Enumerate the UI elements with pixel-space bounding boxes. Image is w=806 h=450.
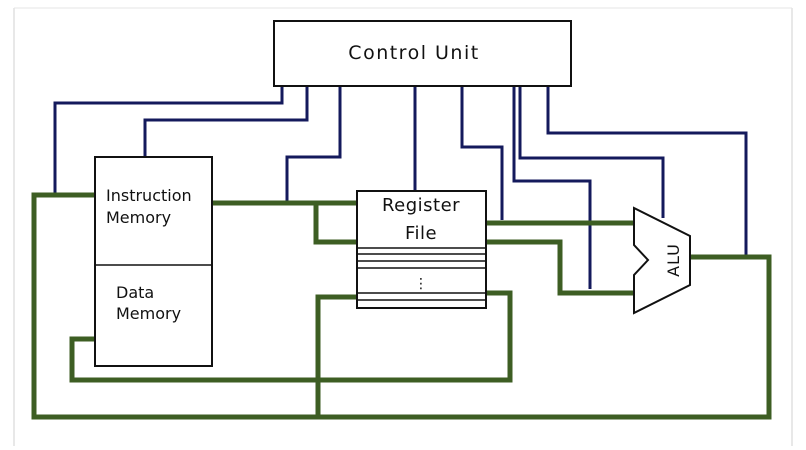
control-unit-box: Control Unit	[273, 20, 572, 87]
control-line-datapath	[285, 86, 342, 203]
control-line-instruction-memory-inner	[143, 86, 309, 157]
control-line-alu-select	[518, 86, 665, 218]
control-line-alu-op	[546, 86, 748, 258]
memory-box: Instruction Memory Data Memory	[94, 156, 213, 367]
control-line-mux	[512, 86, 592, 289]
instruction-memory-label-line1: Instruction	[106, 186, 192, 205]
datapath-lines	[31, 192, 772, 420]
register-file-box: Register File ⋮	[356, 190, 487, 309]
datapath-data-memory-loop	[69, 290, 513, 383]
alu-block: ALU	[633, 206, 691, 315]
alu-label: ALU	[664, 243, 683, 277]
instruction-memory-label-line2: Memory	[106, 208, 171, 227]
datapath-main-loop	[31, 192, 772, 420]
data-memory-label-line2: Memory	[116, 304, 181, 323]
control-unit-label: Control Unit	[348, 42, 479, 64]
register-file-ellipsis: ⋮	[414, 276, 428, 292]
register-file-label-line1: Register	[382, 195, 460, 216]
datapath-register-to-alu-b	[487, 239, 637, 296]
datapath-register-loop	[313, 203, 358, 245]
control-line-instruction-memory-outer	[53, 86, 284, 194]
register-file-label-line2: File	[405, 223, 437, 244]
frame	[13, 7, 793, 446]
control-lines	[53, 86, 748, 289]
datapath-register-writeback	[315, 294, 358, 417]
data-memory-label-line1: Data	[116, 283, 154, 302]
control-line-register-write	[460, 86, 504, 220]
